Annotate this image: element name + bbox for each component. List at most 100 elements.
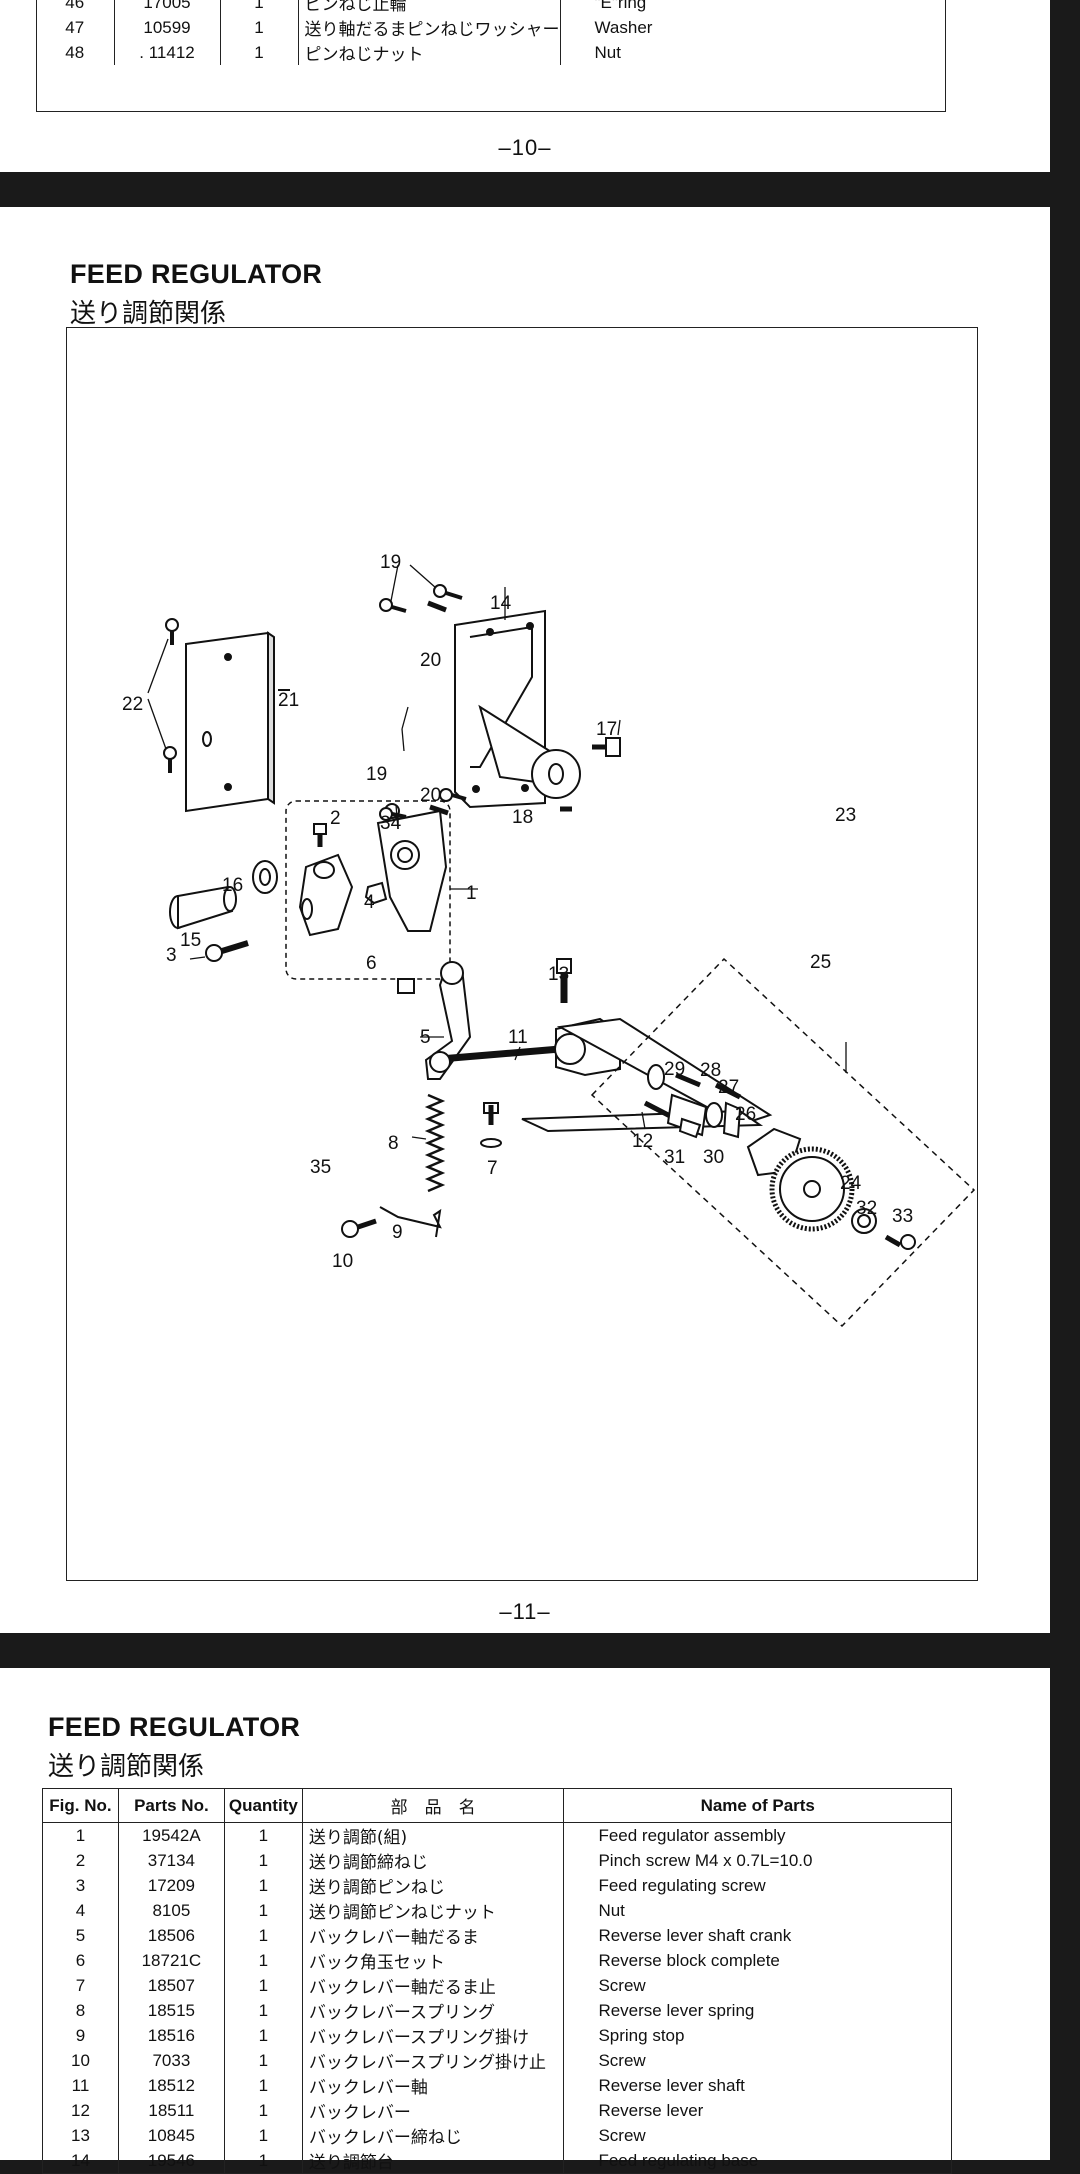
cell-no: 18507 <box>118 1973 225 1998</box>
spring-stop <box>379 1206 442 1238</box>
cell-ja: バックレバー締ねじ <box>302 2123 565 2148</box>
cell-ja: 送り調節台 <box>302 2148 565 2174</box>
section-title-ja: 送り調節関係 <box>70 299 227 329</box>
callout-label: 8 <box>388 1133 399 1154</box>
cell-qty: 1 <box>224 2048 303 2073</box>
callout-label: 15 <box>180 930 202 951</box>
callout-label: 11 <box>508 1027 528 1048</box>
parts-table: Fig. No. Parts No. Quantity 部 品 名 Name o… <box>42 1788 952 2174</box>
cell-en: Feed regulator assembly <box>598 1825 786 1845</box>
cell-qty: 1 <box>224 2148 303 2174</box>
cell-qty: 1 <box>220 0 299 15</box>
cell-en: Screw <box>598 2125 646 2145</box>
callout-label: 18 <box>512 807 534 828</box>
screws-19-pins-20 <box>379 564 467 821</box>
cell-en: Nut <box>598 1900 625 1920</box>
screws-22 <box>147 618 179 773</box>
callout-label: 16 <box>222 875 244 896</box>
cell-no: 19546 <box>118 2148 225 2174</box>
callout-label: 9 <box>392 1222 403 1243</box>
screw-13 <box>556 958 572 1003</box>
callout-label: 28 <box>700 1060 722 1081</box>
callout-label: 23 <box>835 805 857 826</box>
reverse-block-part <box>397 978 415 994</box>
callout-label: 12 <box>632 1131 654 1152</box>
cell-no: . 11412 <box>114 40 221 65</box>
cell-qty: 1 <box>224 1822 303 1848</box>
cell-en: Reverse lever spring <box>598 2000 755 2020</box>
cell-ja: ピンねじ止輪 <box>298 0 561 15</box>
callout-label: 13 <box>548 964 570 985</box>
cell-en: Screw <box>598 2050 646 2070</box>
callout-label: 22 <box>122 694 144 715</box>
header-name-of-parts: Name of Parts <box>700 1795 815 1815</box>
cell-no: 18506 <box>118 1923 225 1948</box>
section-title-ja: 送り調節関係 <box>48 1752 205 1782</box>
cell-en: "E"ring <box>594 0 647 12</box>
cell-ja: 送り軸だるまピンねじワッシャー <box>298 15 561 40</box>
section-title-en: FEED REGULATOR <box>70 259 323 289</box>
cell-fig: 47 <box>36 15 115 40</box>
cell-qty: 1 <box>224 1948 303 1973</box>
callout-label: 17 <box>596 719 618 740</box>
callout-label: 19 <box>380 552 402 573</box>
cell-qty: 1 <box>224 1923 303 1948</box>
callout-label: 24 <box>840 1173 862 1194</box>
cell-ja: バックレバー軸だるま <box>302 1923 565 1948</box>
callout-label: 4 <box>364 892 375 913</box>
cell-qty: 1 <box>224 1998 303 2023</box>
cell-ja: バックレバースプリング <box>302 1998 565 2023</box>
cell-fig: 13 <box>42 2123 119 2148</box>
cell-fig: 9 <box>42 2023 119 2048</box>
cell-fig: 10 <box>42 2048 119 2073</box>
cell-en: Reverse lever shaft <box>598 2075 745 2095</box>
cell-fig: 1 <box>42 1822 119 1848</box>
cell-en: Reverse lever <box>598 2100 704 2120</box>
callout-label: 10 <box>332 1251 354 1272</box>
cell-ja: バックレバー軸だるま止 <box>302 1973 565 1998</box>
reverse-lever-spring <box>424 1093 446 1193</box>
cell-qty: 1 <box>224 1973 303 1998</box>
callout-label: 26 <box>735 1104 757 1125</box>
callout-label: 21 <box>278 690 300 711</box>
cell-fig: 46 <box>36 0 115 15</box>
cell-no: 18516 <box>118 2023 225 2048</box>
screw-7 <box>480 1102 502 1148</box>
cell-ja: 送り調節締ねじ <box>302 1848 565 1873</box>
cell-fig: 6 <box>42 1948 119 1973</box>
cell-ja: バック角玉セット <box>302 1948 565 1973</box>
cell-en: Screw <box>598 1975 646 1995</box>
cell-no: 8105 <box>118 1898 225 1923</box>
cell-fig: 8 <box>42 1998 119 2023</box>
feed-dial-group <box>590 957 976 1328</box>
cell-no: 18515 <box>118 1998 225 2023</box>
screw-17 <box>592 719 621 757</box>
feed-regulating-screw-15 <box>169 860 278 962</box>
cell-qty: 1 <box>224 2023 303 2048</box>
exploded-parts-diagram <box>147 564 976 1328</box>
cell-ja: 送り調節(組) <box>302 1822 565 1848</box>
cell-ja: ピンねじナット <box>298 40 561 65</box>
cell-fig: 12 <box>42 2098 119 2123</box>
cell-en: Spring stop <box>598 2025 685 2045</box>
page-12: FEED REGULATOR 送り調節関係 Fig. No. Parts No.… <box>0 1668 1050 2174</box>
cell-qty: 1 <box>224 1898 303 1923</box>
cell-en: Reverse lever shaft crank <box>598 1925 792 1945</box>
callout-label: 19 <box>366 764 388 785</box>
callout-label: 3 <box>166 945 177 966</box>
callout-label: 6 <box>366 953 377 974</box>
cell-no: 10845 <box>118 2123 225 2148</box>
page-11: FEED REGULATOR 送り調節関係 <box>0 207 1050 1633</box>
callout-label: 34 <box>380 813 402 834</box>
cell-ja: バックレバースプリング掛け <box>302 2023 565 2048</box>
cell-qty: 1 <box>220 40 299 65</box>
header-quantity: Quantity <box>224 1788 303 1823</box>
cell-fig: 3 <box>42 1873 119 1898</box>
